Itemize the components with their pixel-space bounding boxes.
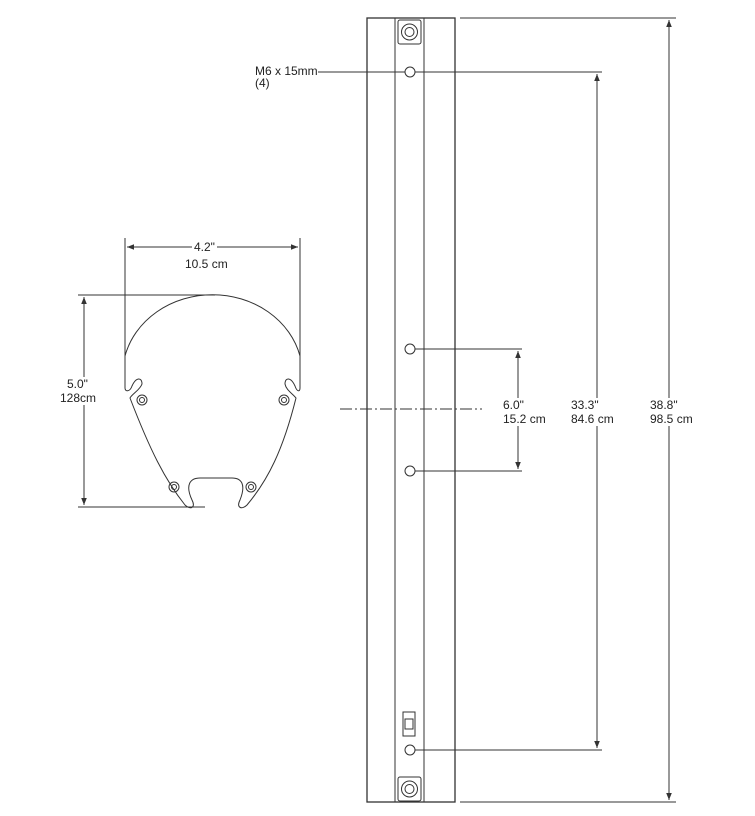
mount-hole — [404, 744, 416, 756]
screw-qty: (4) — [255, 76, 270, 90]
mount-hole — [404, 465, 416, 477]
bracket-width-cm: 10.5 cm — [185, 257, 228, 271]
top-connector-icon — [397, 19, 422, 45]
bracket-height-in: 5.0" — [67, 377, 88, 391]
bracket-outline — [124, 238, 301, 509]
overall-height-cm: 98.5 cm — [650, 412, 693, 426]
mount-hole — [404, 66, 416, 78]
bracket-height-cm: 128cm — [60, 391, 97, 405]
input-panel-icon — [402, 711, 416, 737]
screw-label: M6 x 15mm — [255, 64, 318, 78]
mount-hole — [404, 343, 416, 355]
hole-spacing-cm: 15.2 cm — [503, 412, 546, 426]
mount-span-in: 33.3" — [571, 398, 599, 412]
bracket-width-in: 4.2" — [192, 240, 217, 254]
speaker-column — [366, 17, 456, 803]
mount-span-cm: 84.6 cm — [571, 412, 614, 426]
bottom-connector-icon — [397, 776, 422, 802]
hole-spacing-in: 6.0" — [503, 398, 524, 412]
overall-height-in: 38.8" — [650, 398, 678, 412]
